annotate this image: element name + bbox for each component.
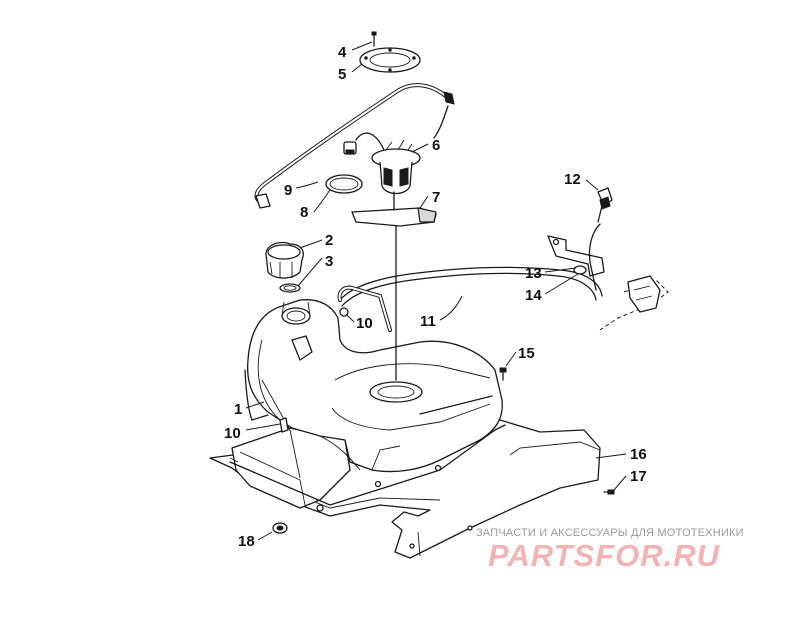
watermark-tagline: ЗАПЧАСТИ И АКСЕССУАРЫ ДЛЯ МОТОТЕХНИКИ <box>476 527 744 539</box>
callout-13: 13 <box>525 265 542 282</box>
callout-1: 1 <box>234 401 242 418</box>
grommet-part <box>272 522 288 534</box>
callout-17: 17 <box>630 468 647 485</box>
fuel-cap-part <box>265 241 304 279</box>
callout-5: 5 <box>338 66 346 83</box>
callout-3: 3 <box>325 253 333 270</box>
callout-10-lower: 10 <box>224 425 241 442</box>
vent-bracket-part <box>547 223 605 291</box>
callout-14: 14 <box>525 287 542 304</box>
callout-8: 8 <box>300 204 308 221</box>
callout-18: 18 <box>238 533 255 550</box>
callout-15: 15 <box>518 345 535 362</box>
callout-16: 16 <box>630 446 647 463</box>
callout-4: 4 <box>338 44 347 61</box>
leader-lines <box>245 41 627 541</box>
bolt-15 <box>499 367 507 381</box>
callout-labels: 1 2 3 4 5 6 7 8 9 10 10 11 12 13 14 15 1… <box>224 44 647 550</box>
fuel-tank-part <box>231 299 503 509</box>
callout-10-upper: 10 <box>356 315 373 332</box>
screw-part <box>371 31 377 47</box>
callout-11: 11 <box>420 313 436 330</box>
pump-oring-part <box>325 174 363 194</box>
breather-hose-part <box>339 266 603 301</box>
callout-9: 9 <box>284 182 292 199</box>
fuel-pump-part <box>343 132 421 211</box>
fuel-line-part <box>254 83 455 209</box>
vent-valve-part <box>597 187 613 223</box>
watermark-logo[interactable]: PARTSFOR.RU <box>488 538 721 573</box>
callout-7: 7 <box>432 189 440 206</box>
callout-6: 6 <box>432 137 440 154</box>
callout-2: 2 <box>325 232 333 249</box>
frame-section <box>599 275 669 331</box>
callout-12: 12 <box>564 171 581 188</box>
cap-gasket-part <box>279 283 301 293</box>
pump-gasket-part <box>359 47 421 73</box>
bolt-17 <box>603 489 615 495</box>
